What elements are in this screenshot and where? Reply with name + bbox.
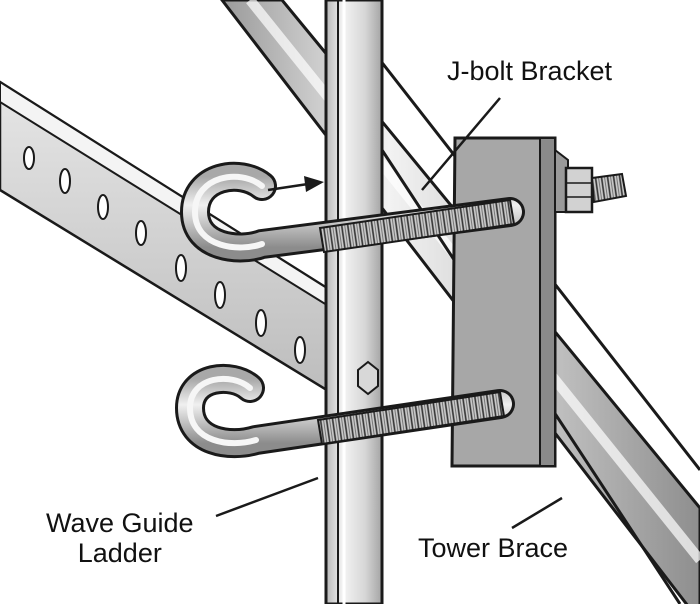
leader-lines: [215, 97, 563, 530]
upper-j-bolt: [179, 161, 628, 263]
upper-nut: [564, 166, 594, 214]
jbolt-bracket-label: J-bolt Bracket: [447, 56, 613, 86]
wave-guide-label-line2: Ladder: [77, 538, 162, 568]
lower-j-bolt: [174, 363, 515, 459]
waveguide-leader-line: [215, 476, 319, 518]
wave-guide-ladder-post: [324, 0, 384, 604]
rail-slot-holes: [23, 146, 306, 364]
wave-guide-label-line1: Wave Guide: [46, 508, 194, 538]
wave-guide-ladder-label: Wave Guide Ladder: [46, 508, 194, 568]
tower-brace-label: Tower Brace: [418, 533, 569, 563]
hex-bolt-head: [357, 360, 379, 396]
tower-leader-line: [511, 496, 563, 530]
insertion-arrow: [267, 176, 324, 192]
jbolt-leader-line: [421, 97, 501, 191]
